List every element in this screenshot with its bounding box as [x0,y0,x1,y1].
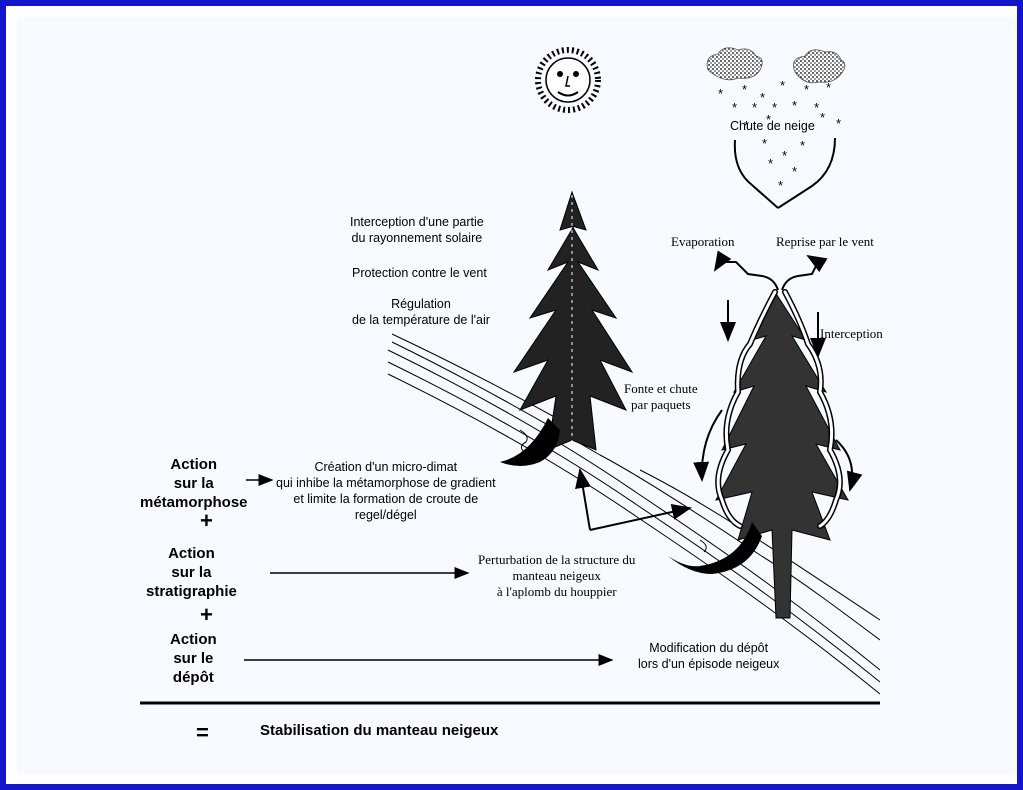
equals-sign: = [196,720,209,746]
svg-text:*: * [782,148,787,163]
svg-text:*: * [742,82,747,97]
label-interception: Interception [820,326,883,342]
label-reprise-par-le-vent: Reprise par le vent [776,234,874,250]
svg-text:*: * [760,90,765,105]
result-label: Stabilisation du manteau neigeux [260,723,498,739]
svg-text:*: * [792,164,797,179]
label-protection-vent: Protection contre le vent [352,265,487,281]
label-interception-rayonnement: Interception d'une partie du rayonnement… [350,214,484,246]
svg-text:*: * [780,78,785,93]
plus-sign-1: + [200,508,213,534]
action-stratigraphie: Action sur la stratigraphie [146,544,237,601]
svg-text:*: * [752,100,757,115]
label-fonte-et-chute: Fonte et chute par paquets [624,381,698,413]
label-regulation-temperature: Régulation de la température de l'air [352,296,490,328]
svg-text:*: * [762,136,767,151]
label-chute-de-neige: Chute de neige [730,118,815,134]
svg-text:*: * [836,116,841,131]
cloud-icon [707,48,845,83]
plus-sign-2: + [200,602,213,628]
svg-text:*: * [814,100,819,115]
action-depot: Action sur le dépôt [170,630,217,687]
sun-icon [538,50,598,110]
label-perturbation-structure: Perturbation de la structure du manteau … [478,552,635,600]
svg-text:*: * [826,80,831,95]
label-modification-depot: Modification du dépôt lors d'un épisode … [638,640,779,672]
label-evaporation: Evaporation [671,234,735,250]
svg-text:*: * [820,110,825,125]
svg-text:*: * [792,98,797,113]
svg-text:*: * [718,86,723,101]
svg-text:*: * [804,82,809,97]
action-metamorphose: Action sur la métamorphose [140,455,248,512]
fir-tree-icon [500,192,632,466]
svg-text:*: * [778,178,783,193]
svg-text:*: * [800,138,805,153]
svg-text:*: * [732,100,737,115]
svg-text:*: * [772,100,777,115]
label-creation-microclimat: Création d'un micro-dimat qui inhibe la … [276,459,496,523]
svg-text:*: * [768,156,773,171]
